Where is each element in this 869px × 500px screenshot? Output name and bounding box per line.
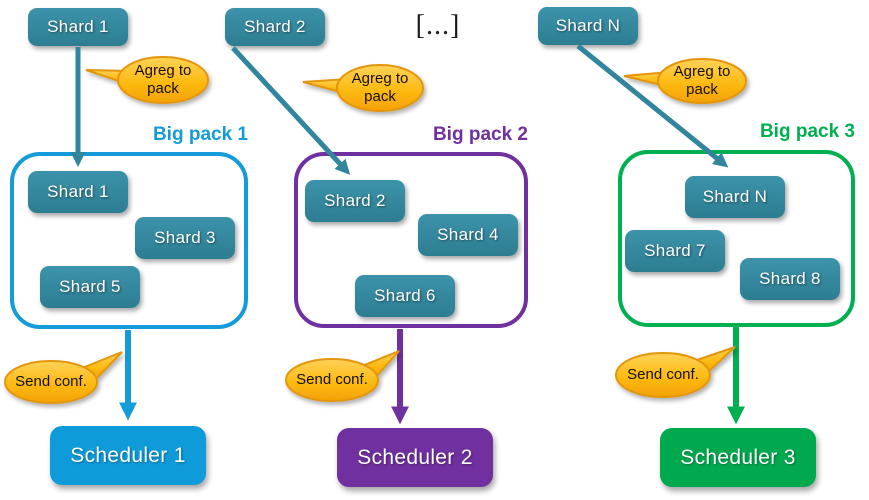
top-shard-2: Shard 2 <box>225 8 325 46</box>
aggregate-bubble-label-1: Agreg to pack <box>134 62 192 97</box>
top-shard-1: Shard 1 <box>28 8 128 46</box>
pack2-shard-c: Shard 6 <box>355 275 455 317</box>
big-pack-1 <box>10 152 248 329</box>
pack-title-2: Big pack 2 <box>432 124 528 145</box>
scheduler-2: Scheduler 2 <box>337 428 493 487</box>
send-bubble-label-2: Send conf. <box>296 371 368 388</box>
pack3-shard-c: Shard 8 <box>740 258 840 300</box>
pack-title-3: Big pack 3 <box>759 121 855 142</box>
big-pack-2 <box>294 152 528 328</box>
aggregate-bubble-label-3: Agreg to pack <box>673 63 731 98</box>
send-bubble-label-1: Send conf. <box>15 373 87 390</box>
pack1-shard-c: Shard 5 <box>40 266 140 308</box>
big-pack-3 <box>618 150 855 327</box>
aggregate-bubble-label-2: Agreg to pack <box>351 70 409 105</box>
pack2-shard-b: Shard 4 <box>418 214 518 256</box>
scheduler-1: Scheduler 1 <box>50 426 206 485</box>
pack3-shard-b: Shard 7 <box>625 230 725 272</box>
top-shard-n: Shard N <box>538 7 638 45</box>
ellipsis-label: [...] <box>415 10 461 41</box>
aggregate-arrow-2 <box>231 46 351 175</box>
pack-title-1: Big pack 1 <box>152 124 248 145</box>
pack1-shard-b: Shard 3 <box>135 217 235 259</box>
pack2-shard-a: Shard 2 <box>305 180 405 222</box>
pack1-shard-a: Shard 1 <box>28 171 128 213</box>
pack3-shard-a: Shard N <box>685 176 785 218</box>
send-bubble-label-3: Send conf. <box>627 366 699 383</box>
scheduler-3: Scheduler 3 <box>660 428 816 487</box>
